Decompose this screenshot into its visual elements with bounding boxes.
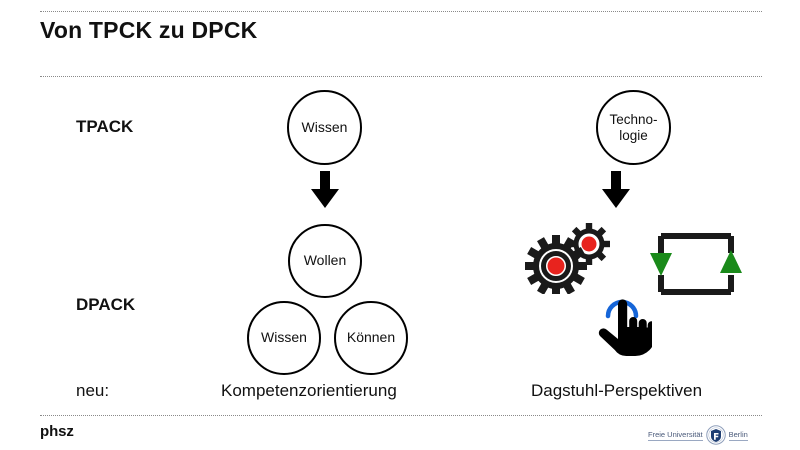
divider-footer [40,415,762,416]
circle-technologie-line2: logie [619,127,648,143]
fu-berlin-logo: Freie Universität Berlin [648,424,762,446]
fu-logo-word-left: Freie Universität [648,429,703,441]
circle-wollen: Wollen [288,224,362,298]
caption-kompetenzorientierung: Kompetenzorientierung [221,381,397,400]
page-title: Von TPCK zu DPCK [40,17,258,43]
circle-wissen-top: Wissen [287,90,362,165]
row-label-neu: neu: [76,381,110,400]
circle-koennen: Können [334,301,408,375]
row-label-tpack: TPACK [76,117,134,136]
caption-dagstuhl-perspektiven: Dagstuhl-Perspektiven [531,381,703,400]
fu-berlin-seal-icon [705,425,726,445]
circle-technologie: Techno- logie [596,90,671,165]
circle-technologie-line1: Techno- [609,112,658,128]
phsz-logo: phsz [40,423,74,440]
row-label-dpack: DPACK [76,295,136,314]
tap-gesture-icon [596,292,656,362]
cycle-icon [650,228,742,298]
down-arrow-icon-left [308,171,342,209]
down-arrow-icon-right [599,171,633,209]
fu-logo-word-right: Berlin [728,429,748,441]
circle-wissen-bottom: Wissen [247,301,321,375]
divider-top [40,11,762,12]
gears-icon [518,222,618,297]
divider-under-title [40,76,762,77]
